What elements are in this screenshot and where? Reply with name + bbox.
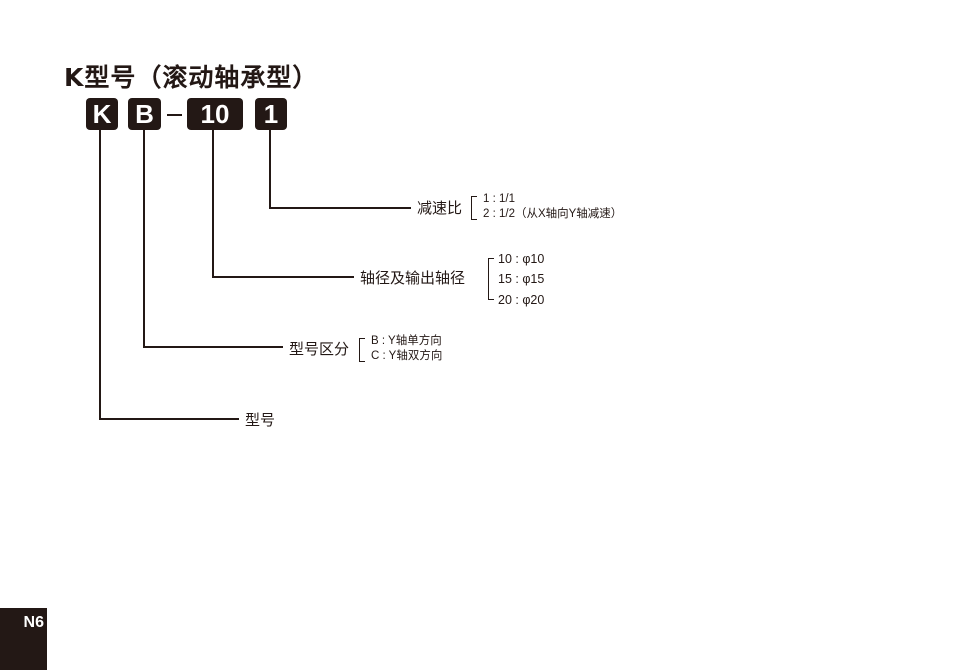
leader-line-reduction-v (269, 130, 271, 209)
leader-line-type-v (143, 130, 145, 348)
code-segment-model: K (86, 98, 118, 130)
leader-line-model-h (99, 418, 239, 420)
leader-line-reduction-h (269, 207, 411, 209)
shaft-option-20: 20 : φ20 (498, 293, 545, 307)
reduction-bracket (471, 196, 477, 220)
code-segment-type: B (128, 98, 161, 130)
page-tab (0, 608, 47, 670)
shaft-label: 轴径及输出轴径 (360, 269, 466, 287)
leader-line-type-h (143, 346, 283, 348)
leader-line-shaft-v (212, 130, 214, 278)
code-separator (167, 114, 182, 116)
leader-line-model-v (99, 130, 101, 420)
shaft-option-10: 10 : φ10 (498, 252, 545, 266)
page-title: K型号（滚动轴承型） (64, 63, 319, 92)
code-segment-reduction: 1 (255, 98, 287, 130)
type-class-option-c: C : Y轴双方向 (371, 350, 443, 362)
reduction-label: 减速比 (417, 199, 463, 217)
type-class-bracket (359, 338, 365, 362)
type-class-label: 型号区分 (289, 340, 350, 358)
leader-line-shaft-h (212, 276, 354, 278)
model-label: 型号 (245, 411, 276, 429)
shaft-bracket (488, 258, 494, 300)
shaft-option-15: 15 : φ15 (498, 272, 545, 286)
reduction-option-2: 2 : 1/2（从X轴向Y轴减速） (483, 208, 623, 220)
code-segment-shaft: 10 (187, 98, 243, 130)
reduction-option-1: 1 : 1/1 (483, 193, 515, 205)
page-number: N6 (23, 614, 44, 631)
type-class-option-b: B : Y轴单方向 (371, 335, 442, 347)
